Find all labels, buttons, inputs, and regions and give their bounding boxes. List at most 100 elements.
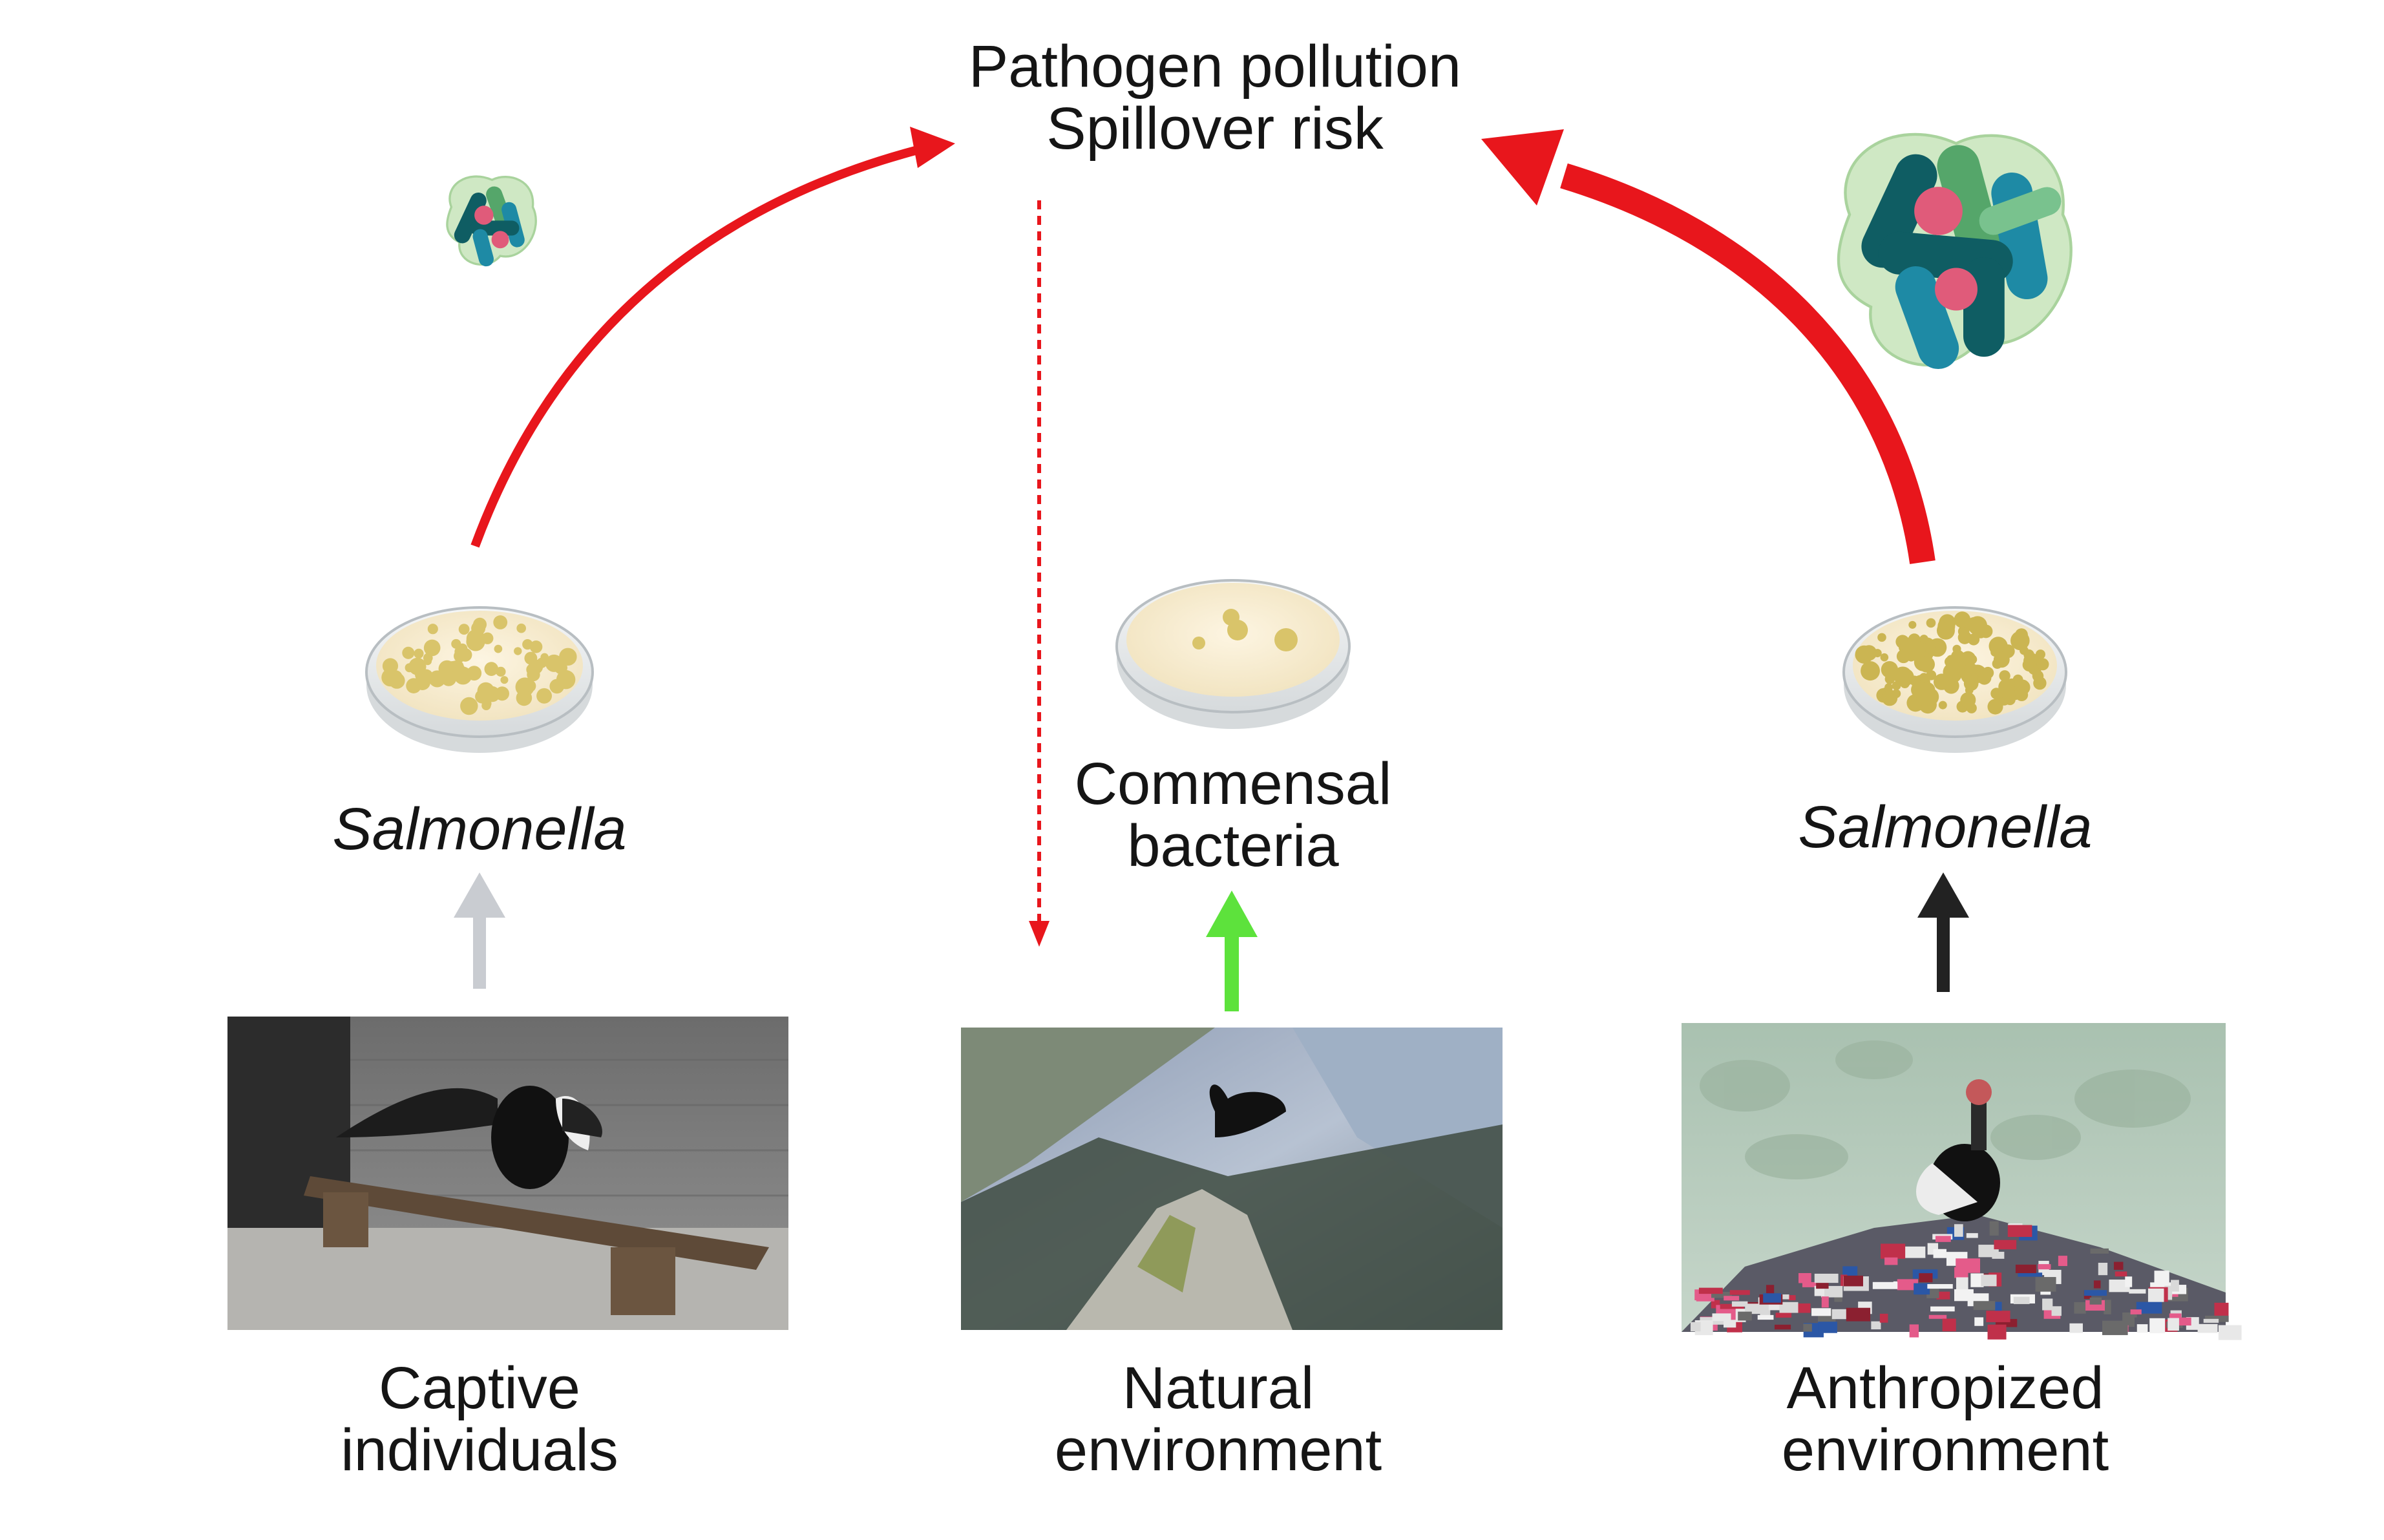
colony-dot (1993, 651, 2010, 668)
right-red-arrow (1560, 163, 1936, 564)
colony-dot (460, 697, 478, 715)
colony-dot (457, 643, 468, 654)
colony-dot (523, 679, 536, 693)
trash-piece (2147, 1288, 2164, 1302)
trash-piece (2109, 1280, 2130, 1292)
trash-piece (2204, 1315, 2229, 1322)
caption-natural-line1: Natural (1122, 1355, 1314, 1421)
colony-dot (2010, 631, 2030, 651)
photo-captive-condor (227, 1017, 788, 1330)
trash-piece (1690, 1322, 1701, 1332)
colony-dot (2017, 630, 2025, 638)
trash-piece (1954, 1267, 1968, 1278)
petri-dish-icon (1842, 606, 2067, 753)
trash-piece (2040, 1289, 2051, 1295)
trash-piece (2093, 1280, 2101, 1289)
trash-piece (2136, 1302, 2162, 1314)
colony-dot (1943, 616, 1953, 625)
colony-dot (414, 648, 424, 659)
trash-piece (2154, 1271, 2169, 1283)
colony-dot (414, 674, 431, 690)
black-up-arrow (1917, 872, 1969, 992)
commensal-line1: Commensal (1074, 751, 1392, 817)
trash-piece (2197, 1324, 2218, 1333)
colony-dot (1880, 653, 1889, 662)
trash-piece (2007, 1225, 2032, 1237)
caption-captive: Captive individuals (286, 1357, 673, 1481)
colony-dot (2022, 658, 2036, 672)
colony-dot (1892, 681, 1901, 690)
colony-dot (467, 666, 482, 681)
colony-dot (496, 666, 506, 677)
colony-dot (1861, 661, 1880, 681)
trash-piece (1928, 1314, 1947, 1319)
trash-piece (1818, 1322, 1837, 1333)
trash-piece (1799, 1272, 1811, 1283)
trash-piece (2129, 1289, 2146, 1294)
caption-captive-line2: individuals (341, 1417, 618, 1483)
salmonella-label-left-text: Salmonella (332, 796, 627, 862)
trash-piece (1775, 1313, 1792, 1318)
colony-dot (2004, 694, 2016, 706)
colony-dot (1896, 649, 1911, 664)
colony-dot (1977, 670, 1992, 685)
colony-dot (1954, 611, 1971, 628)
trash-piece (1956, 1277, 1968, 1293)
trash-piece (2089, 1297, 2102, 1305)
colony-dot (1968, 616, 1988, 635)
left-red-arrowhead (910, 127, 955, 168)
trash-piece (1919, 1273, 1933, 1283)
trash-piece (1698, 1287, 1723, 1294)
trash-piece (2069, 1323, 2083, 1333)
colony-dot (1926, 618, 1936, 628)
petri-dish-icon (1115, 579, 1351, 729)
photo-natural-condor (961, 1028, 1503, 1330)
trash-piece (2035, 1277, 2056, 1292)
trash-piece (1884, 1257, 1898, 1265)
trash-piece (1880, 1243, 1906, 1259)
trash-piece (1788, 1295, 1796, 1301)
trash-piece (2149, 1318, 2166, 1334)
caption-anthropized-line1: Anthropized (1786, 1355, 2104, 1421)
trash-piece (1986, 1311, 2010, 1322)
trash-piece (2098, 1263, 2108, 1276)
trash-piece (1802, 1282, 1827, 1287)
trash-piece (1942, 1318, 1956, 1332)
top-label-line2: Spillover risk (1046, 96, 1384, 162)
colony-dot (458, 624, 470, 635)
trash-piece (1724, 1296, 1740, 1301)
colony-dot (2035, 649, 2046, 660)
colony-dot (559, 648, 577, 666)
trash-piece (1973, 1301, 1996, 1311)
green-up-arrow (1206, 891, 1258, 1011)
bacteria-cluster-icon (446, 175, 537, 267)
trash-piece (2042, 1298, 2053, 1311)
colony-dot (516, 623, 526, 633)
colony-dot (388, 672, 405, 689)
trash-piece (1909, 1324, 1919, 1338)
colony-dot (1908, 620, 1917, 629)
colony-dot (441, 670, 457, 686)
colony-dot (1855, 645, 1873, 664)
colony-dot (527, 668, 540, 682)
colony-dot (540, 653, 549, 662)
colony-dot (1999, 670, 2010, 682)
trash-piece (2090, 1248, 2109, 1254)
colony-dot (1881, 690, 1898, 706)
commensal-label: Commensal bacteria (1007, 753, 1459, 877)
colony-dot (1901, 637, 1915, 653)
trash-piece (1803, 1324, 1812, 1332)
trash-piece (1914, 1283, 1930, 1295)
trash-piece (1872, 1282, 1898, 1289)
colony-dot (500, 676, 509, 684)
colony-dot (477, 682, 494, 699)
colony-dot (553, 682, 564, 693)
commensal-line2: bacteria (1127, 813, 1339, 879)
trash-piece (1936, 1291, 1950, 1300)
caption-natural-line2: environment (1054, 1417, 1382, 1483)
trash-piece (1994, 1302, 2002, 1317)
trash-piece (1903, 1246, 1926, 1258)
colony-dot (494, 644, 503, 653)
colony-dot (1918, 656, 1935, 673)
colony-dot (472, 617, 487, 631)
